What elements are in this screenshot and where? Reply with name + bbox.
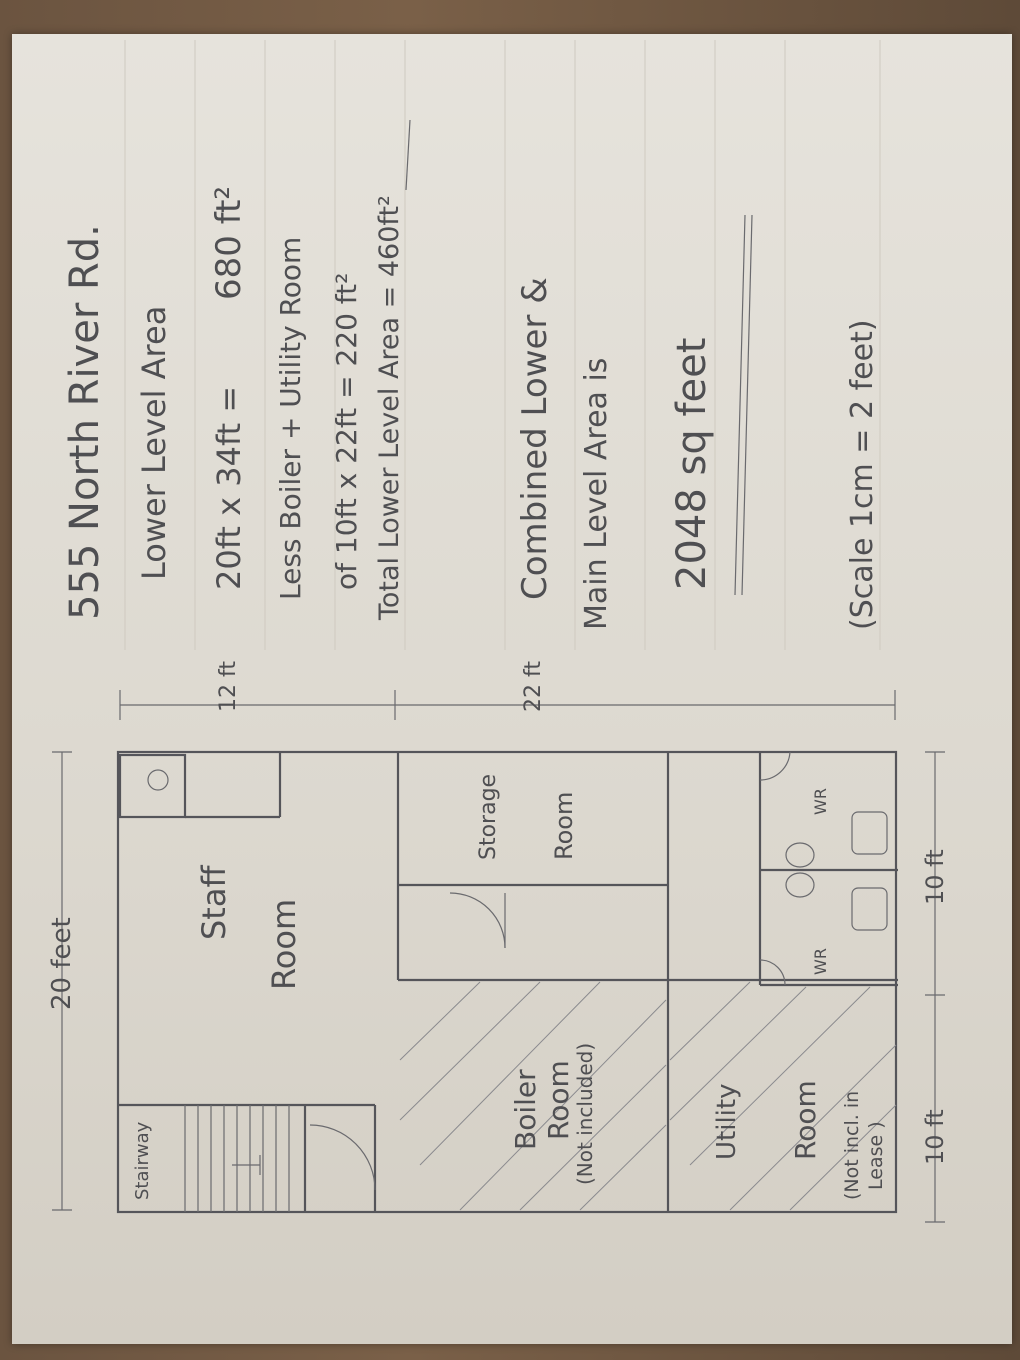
dim-22-ft: 22 ft	[521, 661, 546, 712]
dims-line: 20ft x 34ft =	[210, 386, 248, 590]
underlines	[405, 119, 753, 596]
dim-10-ft-right: 10 ft	[921, 849, 949, 905]
paper-sheet	[12, 34, 1012, 1344]
label-boiler: Boiler	[509, 1069, 542, 1150]
dimension-lines	[52, 690, 945, 1223]
label-stairway: Stairway	[132, 1121, 153, 1200]
label-storage: Storage	[476, 774, 501, 860]
label-boiler-note: (Not included)	[573, 1043, 597, 1185]
address-title: 555 North River Rd.	[62, 224, 108, 620]
total-sq: 2048 sq feet	[669, 338, 715, 590]
dims-area: 680 ft²	[209, 186, 249, 300]
plan-walls	[116, 750, 898, 1214]
of-line: of 10ft x 22ft = 220 ft²	[330, 273, 363, 590]
dim-12-ft: 12 ft	[216, 661, 241, 712]
dim-20-feet: 20 feet	[47, 917, 77, 1010]
combined-line: Combined Lower &	[515, 277, 555, 600]
label-boiler-room: Room	[542, 1060, 575, 1140]
stair-treads	[184, 1105, 290, 1212]
label-utility-note: (Not incl. in	[841, 1091, 863, 1200]
area-notes: 555 North River Rd. Lower Level Area 20f…	[62, 186, 880, 630]
total-line: Total Lower Level Area = 460ft²	[374, 195, 405, 621]
label-utility: Utility	[712, 1084, 742, 1160]
label-utility-lease: Lease )	[865, 1121, 887, 1190]
label-storage-room: Room	[550, 792, 578, 860]
main-line: Main Level Area is	[579, 358, 614, 630]
dim-10-ft-left: 10 ft	[921, 1109, 949, 1165]
room-labels: Stairway Staff Room Storage Room Boiler …	[132, 774, 887, 1200]
hatching	[399, 981, 897, 1211]
scale-note: (Scale 1cm = 2 feet)	[845, 319, 880, 630]
label-staff-room: Room	[265, 899, 303, 990]
label-utility-room: Room	[789, 1080, 822, 1160]
less-line: Less Boiler + Utility Room	[274, 237, 307, 600]
label-wr-2: WR	[811, 788, 830, 815]
fixtures	[147, 751, 888, 1191]
lower-level-heading: Lower Level Area	[135, 306, 173, 580]
ruled-lines	[124, 40, 881, 650]
label-staff: Staff	[195, 865, 233, 940]
label-wr-1: WR	[811, 948, 830, 975]
